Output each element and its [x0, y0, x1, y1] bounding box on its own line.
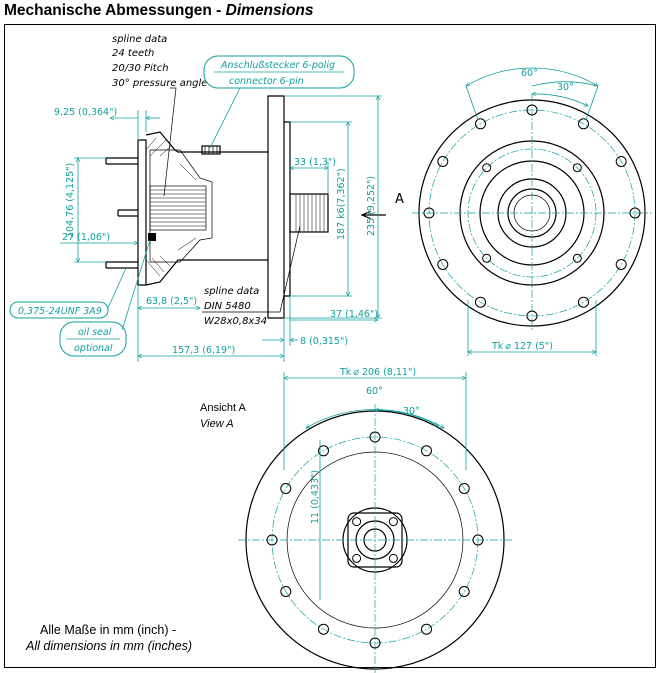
inner-bolt-hole	[352, 517, 362, 527]
bolt-holes-inner	[482, 163, 582, 263]
oilseal-label-2: optional	[74, 343, 113, 354]
output-spline	[289, 193, 329, 233]
dim-235: 235 (9,252")	[366, 176, 377, 236]
connector-label-de: Anschlußstecker 6-polig	[220, 60, 335, 71]
section-hatch	[145, 137, 197, 277]
bolt-hole	[615, 259, 627, 270]
ang-30-top: 30°	[557, 82, 574, 93]
view-a-label-en: View A	[200, 418, 234, 430]
bolt-hole	[475, 296, 486, 308]
bolt-hole	[472, 534, 484, 546]
bolt-hole	[458, 586, 470, 597]
side-view: A 9,25 (0,364") 104,76 (4,125") 27 (1,06…	[9, 34, 404, 362]
dim-9-25: 9,25 (0,364")	[54, 107, 117, 118]
dim-63-8: 63,8 (2,5")	[146, 296, 197, 307]
tk-206: Tk ⌀ 206 (8,11")	[339, 367, 416, 378]
bolt-holes-view-a-inner	[352, 517, 398, 563]
page-title: Mechanische Abmessungen - Dimensions	[4, 2, 314, 20]
dim-157-3: 157,3 (6,19")	[172, 345, 235, 356]
dim-27: 27 (1,06")	[62, 232, 110, 243]
svg-text:spline data: spline data	[112, 34, 167, 45]
svg-text:W28x0,8x34: W28x0,8x34	[204, 316, 267, 327]
dim-37: 37 (1,46")	[330, 309, 378, 320]
bolt-hole	[369, 431, 381, 443]
ang-60-bot: 60°	[366, 386, 383, 397]
ang-30-bot: 30°	[403, 406, 420, 417]
bolt-hole	[578, 296, 589, 308]
title-main: Mechanische Abmessungen -	[4, 2, 226, 19]
inner-bolt-hole	[572, 163, 582, 173]
bolt-hole	[421, 445, 432, 457]
bolt-hole	[475, 118, 486, 130]
dim-104-76: 104,76 (4,125")	[65, 163, 76, 238]
bolt-hole	[437, 259, 449, 270]
spline-note-1: spline data 24 teeth 20/30 Pitch 30° pre…	[112, 34, 207, 89]
svg-text:spline data: spline data	[204, 286, 259, 297]
input-spline	[149, 185, 207, 231]
title-sub: Dimensions	[225, 2, 314, 19]
svg-text:DIN 5480: DIN 5480	[204, 301, 251, 312]
view-arrow-label: A	[395, 192, 404, 207]
bolt-hole	[526, 310, 538, 322]
inner-bolt-hole	[482, 163, 492, 173]
bolt-hole	[458, 483, 470, 494]
tk-127: Tk ⌀ 127 (5")	[491, 341, 553, 352]
dim-187: 187 k6(7,362")	[336, 168, 347, 240]
bolt-hole	[266, 534, 278, 546]
bolt-holes-outer	[423, 104, 641, 322]
drawing-frame	[4, 24, 656, 668]
oilseal-label-1: oil seal	[78, 327, 112, 338]
thread-label: 0,375-24UNF 3A9	[18, 306, 102, 317]
bolt-hole	[578, 118, 589, 130]
connector-label-en: connector 6-pin	[229, 76, 304, 87]
svg-text:20/30 Pitch: 20/30 Pitch	[112, 63, 169, 74]
footer-en: All dimensions in mm (inches)	[25, 639, 192, 653]
inner-bolt-hole	[388, 517, 398, 527]
bolt-holes-view-a	[266, 431, 484, 649]
bolt-hole	[421, 623, 432, 635]
bolt-hole	[615, 156, 627, 167]
bolt-hole	[629, 207, 641, 219]
dim-11: 11 (0,433")	[310, 470, 321, 524]
bolt-hole	[423, 207, 435, 219]
connector-callout	[203, 55, 355, 89]
spline-note-2: spline data DIN 5480 W28x0,8x34	[204, 286, 267, 327]
bolt-hole	[437, 156, 449, 167]
bolt-hole	[369, 637, 381, 649]
ang-60-top: 60°	[521, 68, 538, 79]
inner-bolt-hole	[482, 253, 492, 263]
output-flange	[267, 95, 285, 319]
inner-bolt-hole	[388, 553, 398, 563]
bolt-hole	[318, 445, 329, 457]
oilseal-callout	[59, 321, 127, 357]
inner-bolt-hole	[352, 553, 362, 563]
input-flange	[137, 139, 147, 286]
view-a: Tk ⌀ 206 (8,11") 60° 30° 11 (0,433") Ans…	[200, 367, 512, 673]
bolt-hole	[318, 623, 329, 635]
svg-text:24 teeth: 24 teeth	[112, 48, 154, 59]
view-a-label-de: Ansicht A	[200, 402, 247, 414]
bolt-hole	[280, 483, 292, 494]
footer-de: Alle Maße in mm (inch) -	[40, 623, 176, 637]
thread-callout	[9, 301, 109, 319]
dim-33: 33 (1,3")	[294, 157, 336, 168]
svg-text:30° pressure angle: 30° pressure angle	[112, 78, 207, 89]
bolt-hole	[280, 586, 292, 597]
oil-seal	[148, 233, 156, 241]
dim-8: 8 (0,315")	[300, 336, 348, 347]
inner-bolt-hole	[572, 253, 582, 263]
front-view-input: 60° 30° Tk ⌀ 127 (5")	[412, 67, 652, 356]
